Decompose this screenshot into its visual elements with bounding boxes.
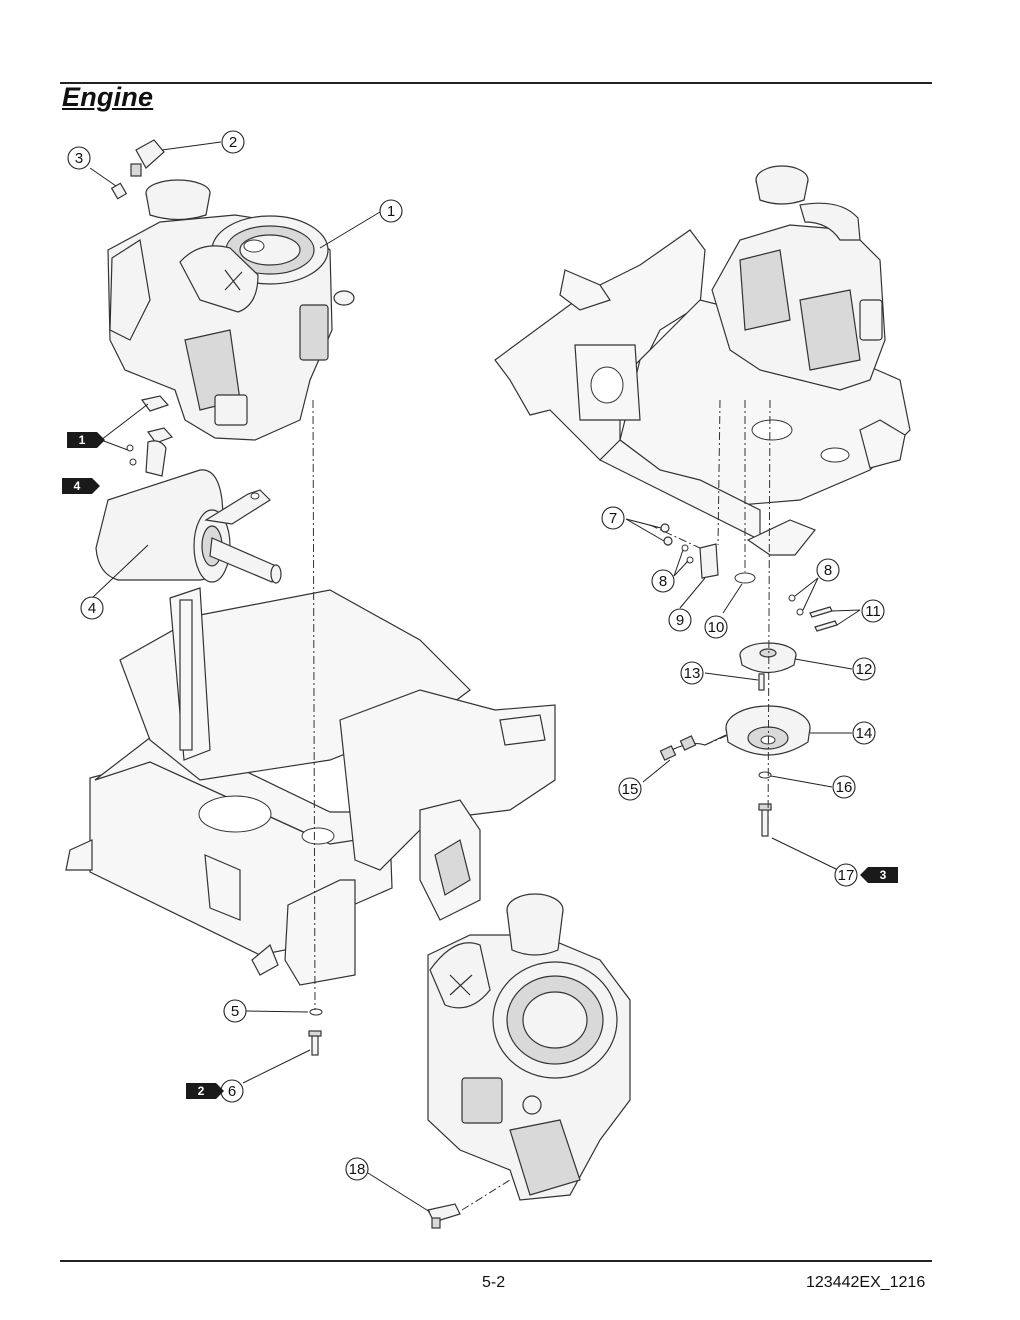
note-badge-1: 1 <box>67 432 105 448</box>
callout-15: 15 <box>618 777 642 801</box>
assembly-lines <box>312 399 771 1211</box>
callout-label: 14 <box>856 725 873 742</box>
callout-4: 4 <box>80 596 104 620</box>
engine-bottom <box>427 893 631 1201</box>
callout-6: 6 <box>220 1079 244 1103</box>
callout-17: 17 <box>834 863 858 887</box>
hardware-8-left <box>681 544 694 564</box>
callout-9: 9 <box>668 608 692 632</box>
note-badge-2: 2 <box>186 1083 224 1099</box>
callout-label: 5 <box>231 1003 239 1020</box>
callout-label: 17 <box>838 867 855 884</box>
bracket-9 <box>699 543 719 579</box>
callout-label: 7 <box>609 510 617 527</box>
bolt-6 <box>308 1030 322 1056</box>
wire-harness-15 <box>659 734 727 761</box>
callout-label: 2 <box>229 134 237 151</box>
top-rule <box>60 82 932 84</box>
callout-3: 3 <box>67 146 91 170</box>
engine-top-right <box>711 165 886 391</box>
callout-label: 16 <box>836 779 853 796</box>
shim-10 <box>734 572 756 584</box>
callout-label: 8 <box>659 573 667 590</box>
callout-18: 18 <box>345 1157 369 1181</box>
page-number: 5-2 <box>482 1274 506 1291</box>
engine-top-left <box>107 179 355 441</box>
callout-label: 9 <box>676 612 684 629</box>
callout-label: 15 <box>622 781 639 798</box>
callout-7: 7 <box>601 506 625 530</box>
callout-label: 1 <box>387 203 395 220</box>
callout-label: 10 <box>708 619 725 636</box>
frame-right <box>494 229 911 556</box>
callout-10: 10 <box>704 615 728 639</box>
callout-label: 4 <box>88 600 96 617</box>
callout-label: 8 <box>824 562 832 579</box>
pulley-12 <box>739 642 797 674</box>
washer-5 <box>309 1008 323 1016</box>
fuel-filter-part <box>130 139 165 177</box>
note-badge-label: 2 <box>198 1084 205 1098</box>
key-13 <box>758 673 765 691</box>
note-badge-label: 1 <box>79 433 86 447</box>
callout-label: 18 <box>349 1161 366 1178</box>
fitting-part-3 <box>110 182 128 200</box>
callout-label: 3 <box>75 150 83 167</box>
callout-label: 11 <box>865 603 881 620</box>
callout-1: 1 <box>379 199 403 223</box>
bolt-17 <box>758 803 772 837</box>
note-badge-label: 3 <box>880 868 887 882</box>
note-badge-label: 4 <box>74 479 81 493</box>
page-title: Engine <box>62 82 154 112</box>
doc-code: 123442EX_1216 <box>806 1274 926 1291</box>
muffler-part <box>95 440 282 584</box>
callout-12: 12 <box>852 657 876 681</box>
gasket-parts <box>126 395 174 466</box>
callout-label: 12 <box>856 661 873 678</box>
main-frame <box>65 587 556 986</box>
callout-13: 13 <box>680 661 704 685</box>
callout-5: 5 <box>223 999 247 1023</box>
washer-16 <box>758 771 772 779</box>
callout-16: 16 <box>832 775 856 799</box>
callout-11: 11 <box>861 599 885 623</box>
note-badge-4: 4 <box>62 478 100 494</box>
callout-label: 13 <box>684 665 701 682</box>
callout-8: 8 <box>651 569 675 593</box>
leader-lines <box>89 141 861 1213</box>
fitting-part-18 <box>427 1203 461 1229</box>
note-badge-3: 3 <box>860 867 898 883</box>
callout-2: 2 <box>221 130 245 154</box>
callout-label: 6 <box>228 1083 236 1100</box>
hardware-8-right <box>788 594 804 616</box>
callout-14: 14 <box>852 721 876 745</box>
bottom-rule <box>60 1260 932 1262</box>
callout-8: 8 <box>816 558 840 582</box>
